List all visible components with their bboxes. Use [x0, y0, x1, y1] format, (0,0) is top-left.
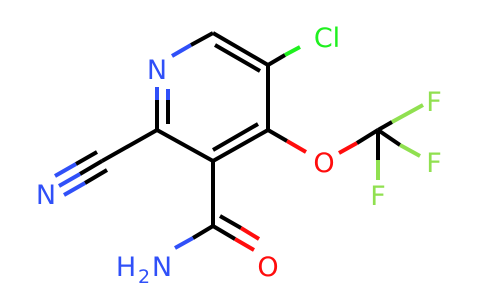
bond-c4-o — [266, 128, 289, 143]
bond-c-f1 — [377, 120, 393, 132]
bond-n1-c6-n-half — [170, 43, 193, 58]
bond-camide-o-o-half — [233, 237, 256, 252]
fluorine-top-label: F — [426, 87, 442, 118]
bond-camide-o-double-o-half — [239, 226, 261, 241]
bond-camide-o-double — [219, 214, 242, 230]
bond-camide-o — [211, 224, 237, 241]
bond-c-f2-f-half — [399, 143, 421, 158]
bond-o-c-o-half — [338, 141, 358, 155]
chlorine-label: Cl — [314, 23, 340, 54]
bond-c2-cn — [101, 128, 158, 163]
amide-oxygen-label: O — [257, 252, 278, 283]
bond-cn-triple-3-n-half — [63, 181, 86, 197]
bond-c-f2 — [376, 128, 402, 147]
bond-cn-triple-1 — [78, 159, 104, 176]
ring-nitrogen-label: N — [147, 55, 167, 86]
amide-h-label: H — [116, 252, 136, 283]
bond-cn-triple-2-n-half — [54, 162, 77, 178]
nitrile-nitrogen-label: N — [36, 180, 56, 211]
bond-cn-triple-3 — [83, 168, 109, 185]
fluorine-right-label: F — [426, 148, 442, 179]
bond-c-f1-f-half — [391, 103, 424, 124]
amide-nitrogen-label: N — [152, 252, 172, 283]
bond-c5-cl — [266, 53, 287, 67]
bond-c4-o-o-half — [285, 139, 308, 154]
bond-c4-c3-double — [211, 122, 260, 152]
bond-n1-c6 — [190, 31, 214, 47]
amide-h-subscript: 2 — [138, 266, 150, 288]
bond-camide-n-n-half — [174, 236, 194, 250]
fluorine-bottom-label: F — [370, 181, 386, 212]
bond-o-c — [355, 128, 380, 145]
bond-camide-n — [191, 224, 215, 240]
bond-c6-c5-double — [213, 43, 262, 73]
bond-c3-c2 — [156, 128, 214, 163]
bond-cn-triple-2 — [75, 150, 98, 166]
bond-cn-triple-1-n-half — [58, 172, 81, 188]
bond-c5-cl-cl-half — [284, 45, 301, 57]
bond-c4-c3 — [212, 128, 269, 163]
bond-c6-c5 — [211, 31, 270, 67]
ether-oxygen-label: O — [313, 148, 334, 179]
